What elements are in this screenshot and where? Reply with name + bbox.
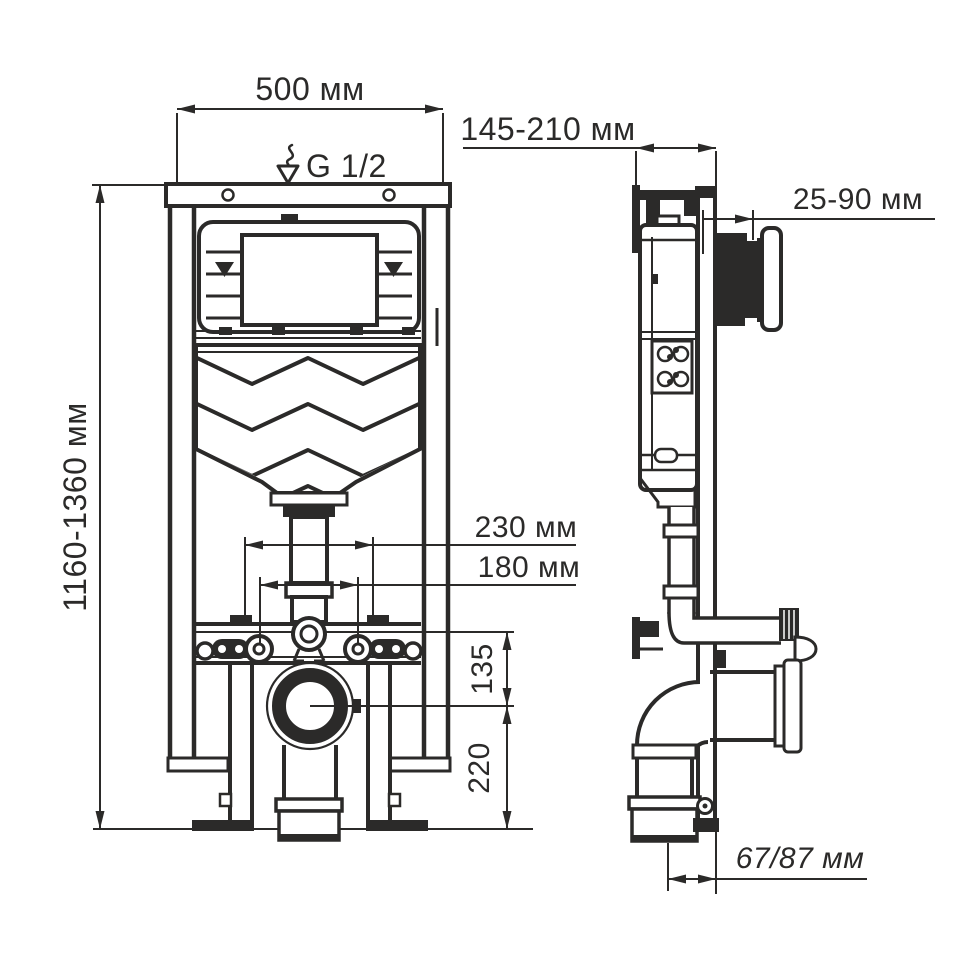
dim-outlet-heights — [310, 631, 514, 829]
front-view — [93, 182, 533, 842]
flush-plate-window — [240, 233, 379, 327]
fixing-tab — [367, 615, 389, 624]
top-bar-hole — [221, 188, 235, 202]
label-fixing-inner: 180 мм — [478, 551, 581, 584]
dim-fixing-inner — [259, 577, 576, 643]
label-water-inlet: G 1/2 — [306, 148, 387, 184]
label-fixing-outer: 230 мм — [475, 511, 578, 544]
label-frame-width: 500 мм — [255, 71, 364, 107]
label-frame-height: 1160-1360 мм — [57, 402, 93, 612]
top-bar-hole — [382, 188, 396, 202]
dim-frame-height — [92, 184, 166, 829]
label-outlet-floor-height: 220 — [463, 742, 496, 794]
left-foot — [192, 820, 254, 831]
fixing-tab — [230, 615, 252, 624]
dim-frame-width — [176, 104, 444, 182]
dimensions — [92, 104, 935, 894]
cistern-top-tab — [281, 214, 298, 223]
wall-bracket-bottom — [632, 617, 659, 659]
rib-arrow-icon — [384, 262, 403, 277]
dim-frame-depth — [463, 143, 717, 187]
label-button-depth: 25-90 мм — [793, 183, 923, 216]
label-outlet-drop: 135 — [466, 643, 499, 695]
right-foot — [366, 820, 428, 831]
label-frame-depth: 145-210 мм — [460, 111, 635, 147]
water-inlet-icon — [276, 143, 300, 185]
dim-drain-wall-offset — [667, 832, 867, 894]
flush-bend-cone — [793, 635, 818, 663]
dim-button-depth — [702, 210, 935, 254]
rib-arrow-icon — [215, 262, 234, 277]
dim-fixing-outer — [244, 537, 576, 621]
flush-button-cap — [760, 226, 783, 332]
label-drain-wall-offset: 67/87 мм — [736, 842, 865, 875]
side-view — [627, 185, 818, 843]
flush-button-unit — [717, 226, 783, 332]
